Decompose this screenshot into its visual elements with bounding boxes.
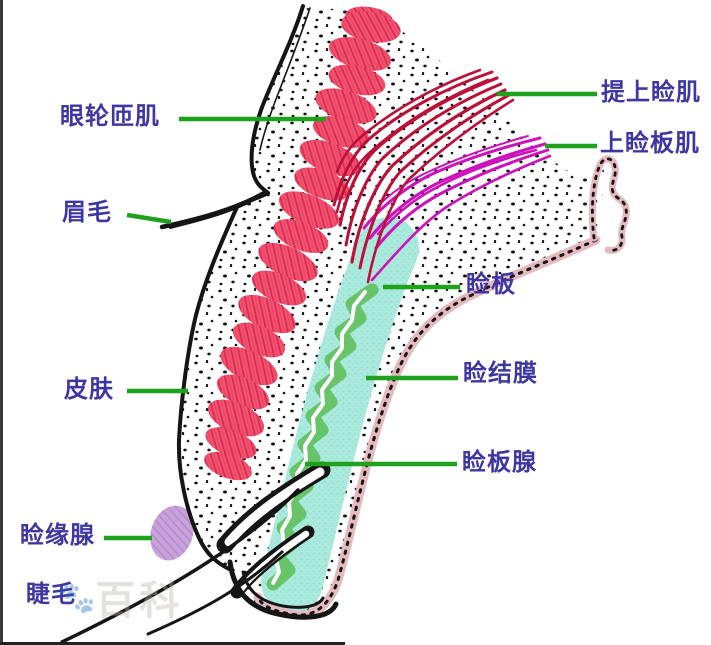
lid-margin-follicles (216, 461, 339, 620)
label-orbicularis: 眼轮匝肌 (60, 104, 160, 130)
label-meibomian: 睑板腺 (462, 450, 537, 476)
bottom-edge-artifact (0, 642, 345, 645)
label-eyebrow: 眉毛 (62, 200, 112, 226)
orbicularis-muscle-band (204, 6, 401, 481)
watermark: 🐾百科 (58, 568, 183, 626)
leader-eyebrow (126, 212, 172, 225)
label-eyelash: 睫毛 (26, 582, 76, 608)
label-superior-tarsal: 上睑板肌 (600, 131, 700, 157)
marginal-gland-blob (150, 505, 194, 561)
eyelash-hairs (60, 488, 300, 644)
label-skin: 皮肤 (64, 377, 114, 403)
label-levator: 提上睑肌 (601, 80, 701, 106)
meibomian-gland (266, 283, 379, 591)
left-edge-artifact (0, 0, 3, 645)
eyebrow-hair (159, 189, 269, 230)
watermark-paw-icon: 🐾 (58, 582, 96, 615)
label-conjunctiva: 睑结膜 (463, 361, 538, 387)
label-marginal-gland: 睑缘腺 (20, 523, 95, 549)
levator-fibers (332, 68, 515, 284)
watermark-text: 百科 (95, 579, 184, 623)
label-tarsal-plate: 睑板 (466, 272, 516, 298)
leader-lines (104, 91, 597, 541)
conjunctiva-border (253, 155, 630, 620)
